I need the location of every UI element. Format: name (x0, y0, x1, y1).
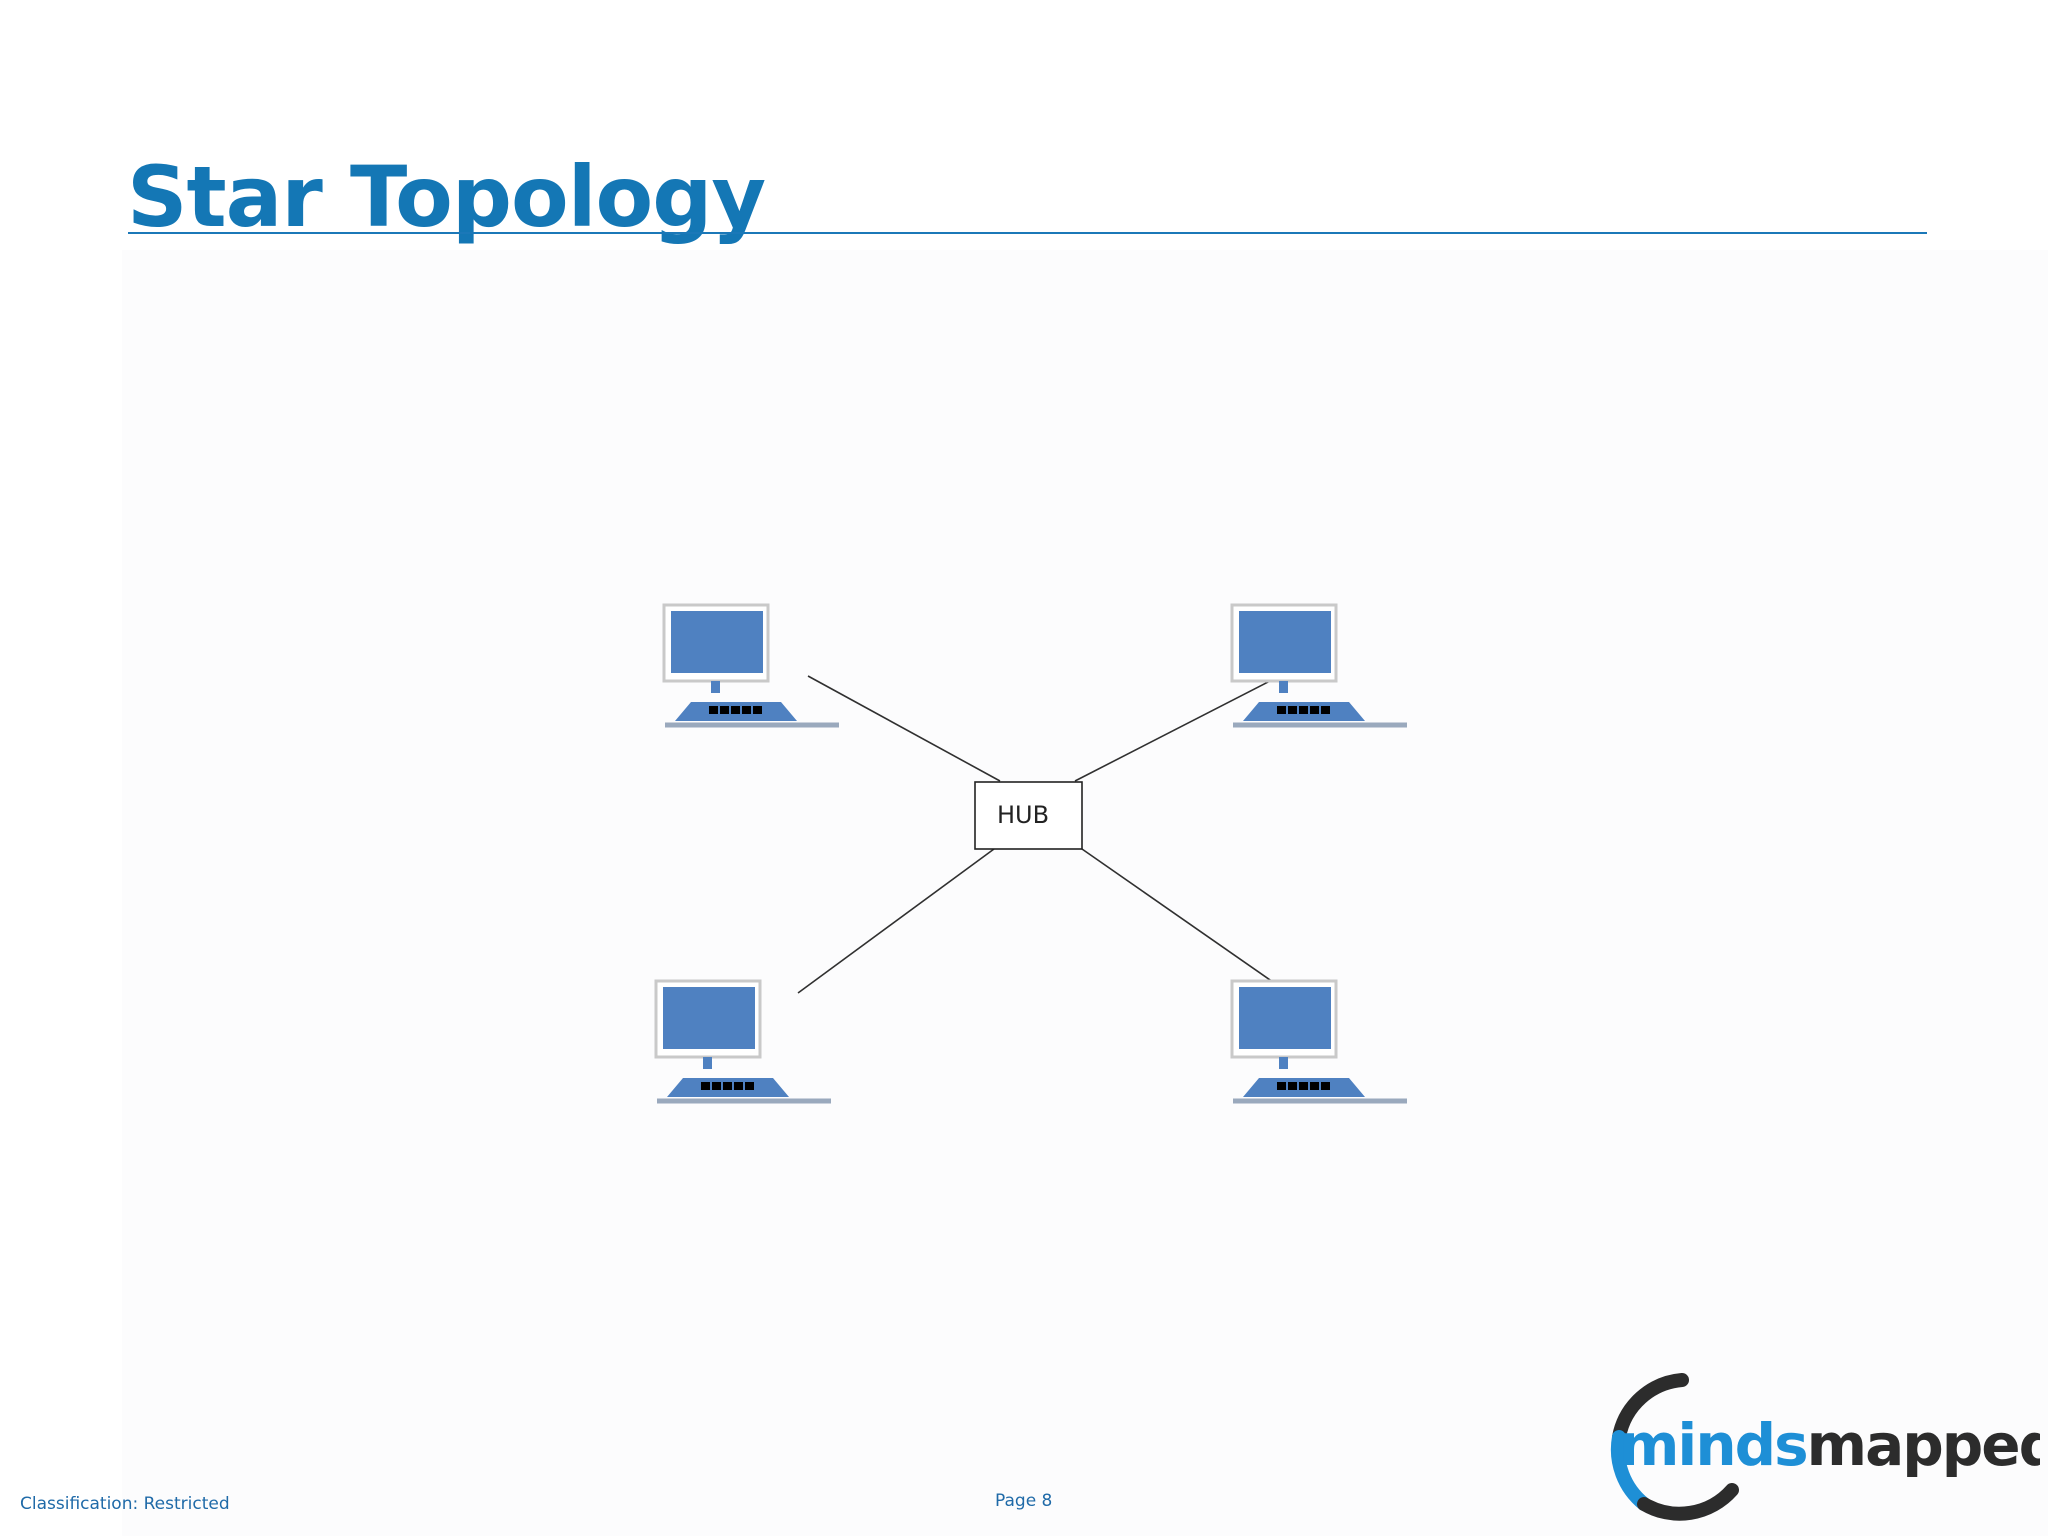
computer-icon (1232, 605, 1407, 725)
computer-icon (656, 981, 831, 1101)
title-underline (128, 232, 1927, 234)
svg-text:mindsmapped: mindsmapped (1619, 1411, 2040, 1479)
slide-title: Star Topology (127, 148, 766, 246)
classification-label: Classification: Restricted (20, 1494, 230, 1514)
computer-icon (664, 605, 839, 725)
mindsmapped-logo: mindsmapped (1610, 1373, 2040, 1521)
hub-label: HUB (997, 801, 1049, 829)
page-number: Page 8 (995, 1491, 1053, 1511)
logo-text-minds: minds (1619, 1411, 1807, 1479)
link-bottom-right (1081, 848, 1274, 983)
link-top-right (1074, 679, 1273, 782)
link-top-left (807, 675, 1001, 782)
slide-background (122, 250, 2048, 1536)
computer-icon (1232, 981, 1407, 1101)
link-bottom-left (797, 848, 995, 994)
logo-text-mapped: mapped (1807, 1411, 2040, 1479)
hub-box (974, 781, 1083, 850)
